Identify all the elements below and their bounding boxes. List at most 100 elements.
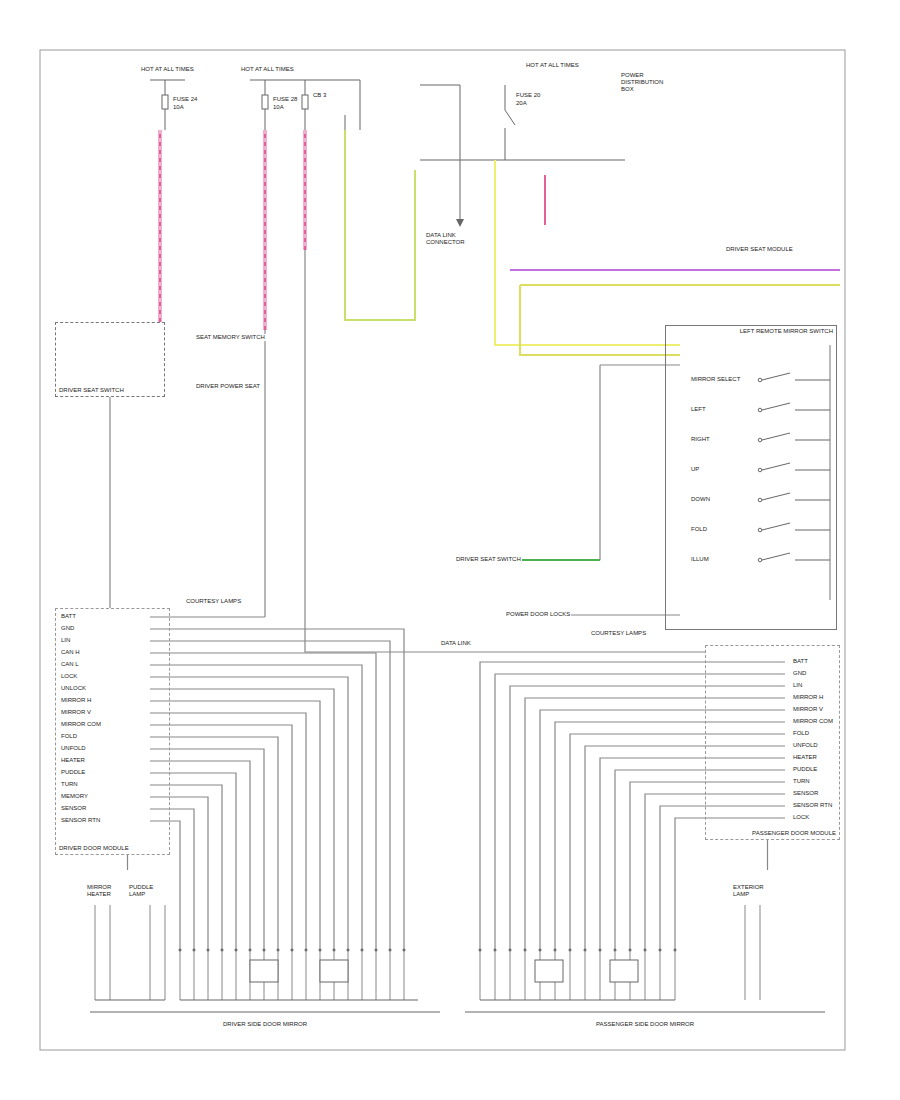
wire (675, 818, 785, 950)
fuse-symbol (162, 95, 168, 109)
wire (600, 758, 785, 950)
purple-wire (510, 269, 840, 271)
fuse-symbol (302, 95, 308, 109)
wire (600, 364, 680, 365)
switch-contact (758, 408, 762, 412)
component-label: 20A (515, 100, 528, 107)
wire (540, 710, 785, 950)
wire (362, 950, 363, 1000)
wire (150, 616, 265, 617)
wire (600, 950, 601, 1000)
wire (150, 809, 194, 950)
wire (745, 905, 746, 1000)
wire (495, 950, 496, 1000)
pink-wire (304, 130, 307, 250)
switch-contact (758, 438, 762, 442)
pin-name: MIRROR V (792, 706, 824, 713)
wire (150, 749, 264, 950)
component-label: CB 3 (312, 92, 327, 99)
node-label: DRIVER DOOR MODULE (58, 845, 130, 852)
pin-name: HEATER (60, 757, 86, 764)
wire (150, 665, 362, 950)
pin-name: MIRROR COM (60, 721, 102, 728)
pin-name: BATT (60, 613, 77, 620)
wire (645, 950, 646, 1000)
pin-name: MIRROR H (60, 697, 92, 704)
wire (570, 950, 571, 1000)
component-label: POWER DISTRIBUTION BOX (620, 72, 667, 94)
node-label: LEFT REMOTE MIRROR SWITCH (739, 328, 834, 335)
yellow-wire (495, 160, 680, 345)
wire (150, 725, 292, 950)
pin-name: HEATER (792, 754, 818, 761)
pin-name: FOLD (60, 733, 78, 740)
fuse-lead (345, 115, 346, 130)
pin-name: TURN (792, 778, 811, 785)
pin-name: RIGHT (690, 436, 711, 443)
wire-connector (109, 397, 110, 608)
wire (150, 713, 306, 950)
pin-name: LOCK (60, 673, 78, 680)
pin-name: SENSOR RTN (792, 802, 833, 809)
wire (599, 365, 600, 560)
wire (525, 698, 785, 950)
wire (480, 662, 785, 950)
wire-connector (127, 855, 128, 870)
wire (570, 734, 785, 950)
wire (585, 950, 586, 1000)
wire (208, 950, 209, 1000)
wire (760, 905, 761, 1000)
wire (645, 794, 785, 950)
wire (236, 950, 237, 1000)
component-label: HOT AT ALL TIMES (525, 62, 580, 69)
pin-name: LEFT (690, 406, 707, 413)
fuse-lead (305, 80, 306, 95)
fuse-lead (305, 109, 306, 130)
pin-name: SENSOR RTN (60, 817, 101, 824)
page-frame (40, 50, 845, 1050)
pin-name: MIRROR COM (792, 718, 834, 725)
switch-blade (762, 493, 790, 500)
switch-blade (762, 523, 790, 530)
pink-wire (544, 175, 546, 225)
wire (306, 950, 307, 1000)
component-label: SEAT MEMORY SWITCH (195, 334, 266, 341)
pin-name: PUDDLE (60, 769, 86, 776)
pink-wire (264, 130, 267, 330)
wire (292, 950, 293, 1000)
motor-symbol (535, 960, 563, 982)
pin-name: LOCK (792, 814, 810, 821)
wire (795, 440, 830, 441)
wire (264, 330, 265, 617)
wire (222, 950, 223, 1000)
pin-name: MIRROR H (792, 694, 824, 701)
wire (480, 950, 481, 1000)
bracket-line (90, 1012, 440, 1013)
pin-name: PUDDLE (792, 766, 818, 773)
node-label: DRIVER SEAT SWITCH (58, 387, 125, 394)
switch-contact (758, 498, 762, 502)
component-label: DRIVER SEAT SWITCH (455, 556, 522, 563)
wire (795, 380, 830, 381)
pin-name: MEMORY (60, 793, 89, 800)
wire (150, 773, 236, 950)
wire (460, 160, 461, 225)
wire (150, 797, 208, 950)
pin-name: UP (690, 466, 700, 473)
component-label: FUSE 24 (172, 96, 198, 103)
pin-name: ILLUM (690, 556, 710, 563)
wire (510, 950, 511, 1000)
wire (795, 470, 830, 471)
node-label: DRIVER SIDE DOOR MIRROR (222, 1021, 308, 1028)
fuse-symbol (262, 95, 268, 109)
component-label: EXTERIOR LAMP (732, 884, 779, 898)
switch-contact (758, 468, 762, 472)
fuse-lead (165, 80, 166, 95)
wire-stripe (160, 130, 161, 322)
motor-symbol (320, 960, 348, 982)
pin-name: GND (60, 625, 75, 632)
switch-blade (762, 373, 790, 380)
pin-name: SENSOR (792, 790, 819, 797)
